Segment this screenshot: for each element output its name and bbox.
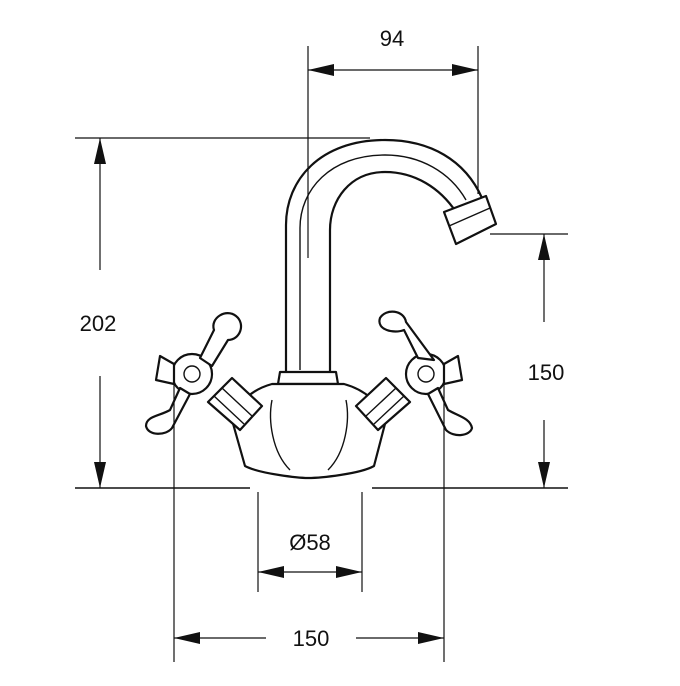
faucet: [144, 138, 498, 480]
arrow-diameter-left: [258, 566, 284, 578]
left-hub-cap: [183, 365, 201, 383]
arrow-height-bottom: [94, 462, 106, 488]
left-valve-ring: [213, 387, 253, 425]
spout-aerator-ring: [448, 207, 491, 227]
left-valve-sleeve: [206, 376, 264, 432]
left-cross-handle: [144, 312, 264, 435]
left-handle-arm-bottom: [144, 386, 192, 435]
dimension-total-height: 202: [75, 137, 370, 488]
mixer-body-contour: [269, 399, 349, 471]
dimension-spout-reach: 94: [307, 26, 479, 258]
label-base-diameter: Ø58: [289, 530, 331, 555]
arrow-spacing-right: [418, 632, 444, 644]
spout-collar: [276, 370, 340, 386]
right-valve-ring: [365, 387, 405, 425]
spout-aerator: [442, 194, 498, 246]
right-cross-handle: [354, 310, 474, 437]
arrow-spacing-left: [174, 632, 200, 644]
dimension-handle-spacing: 150: [173, 384, 445, 662]
spout: [284, 138, 484, 376]
dimension-base-diameter: Ø58: [257, 492, 363, 592]
right-handle-arm-bottom: [426, 386, 474, 437]
arrow-reach-right: [452, 64, 478, 76]
arrow-spout-height-bottom: [538, 462, 550, 488]
right-hub-cap: [417, 365, 435, 383]
dimension-spout-height: 150: [490, 233, 568, 488]
right-valve-sleeve: [354, 376, 412, 432]
label-total-height: 202: [80, 311, 117, 336]
arrow-diameter-right: [336, 566, 362, 578]
label-spout-reach: 94: [380, 26, 404, 51]
right-handle-arm-top: [378, 310, 436, 362]
right-handle-arm-side: [442, 354, 464, 386]
label-handle-spacing: 150: [293, 626, 330, 651]
spout-inner-line: [299, 154, 467, 370]
left-handle-arm-side: [154, 354, 176, 386]
arrow-reach-left: [308, 64, 334, 76]
arrow-spout-height-top: [538, 234, 550, 260]
left-handle-arm-top: [198, 312, 243, 368]
label-spout-height: 150: [528, 360, 565, 385]
arrow-height-top: [94, 138, 106, 164]
